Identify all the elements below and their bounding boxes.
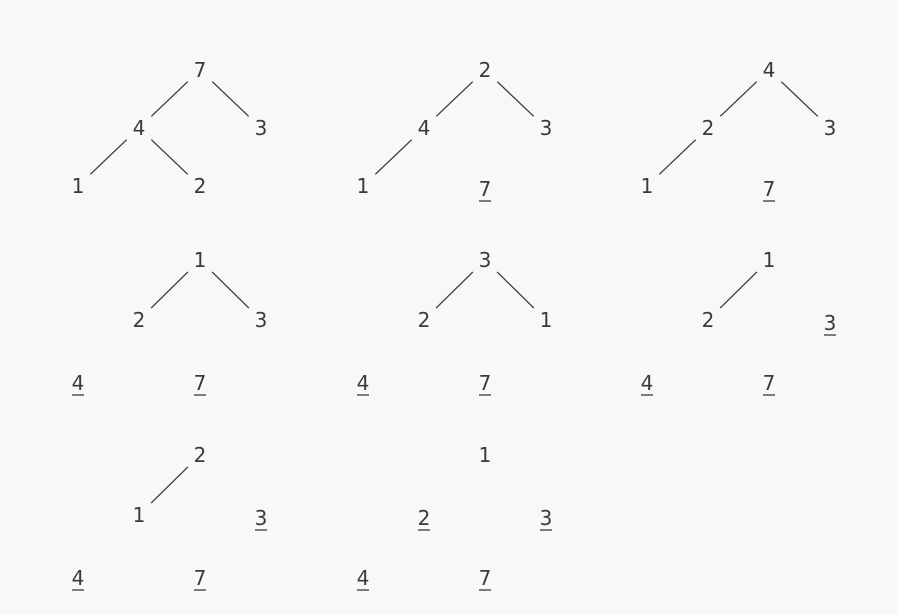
tree-edge [435,271,474,309]
sorted-node-label: 7 [763,371,776,395]
tree-edge [150,271,189,309]
heap-node-label: 3 [255,308,268,332]
sorted-node-label: 3 [255,506,268,530]
sorted-node-label: 4 [72,371,85,395]
tree-edge [719,81,758,117]
sorted-node-label: 7 [194,566,207,590]
sorted-node-label: 7 [763,177,776,201]
tree-edge [658,139,697,175]
heap-node-label: 1 [72,174,85,198]
heap-node-label: 2 [133,308,146,332]
heap-step-5: 3 2 1 4 7 [357,248,553,396]
heap-node-label: 4 [763,58,776,82]
heap-node-label: 3 [824,116,837,140]
heap-node-label: 2 [194,174,207,198]
heap-node-label: 4 [133,116,146,140]
tree-edge [374,139,413,175]
heap-node-label: 3 [479,248,492,272]
sorted-node-label: 4 [357,371,370,395]
heap-node-label: 1 [540,308,553,332]
tree-edge [496,81,535,117]
heap-step-3: 4 2 3 1 7 [641,58,837,202]
heap-node-label: 1 [763,248,776,272]
tree-edge [435,81,474,117]
heap-step-6: 1 2 3 4 7 [641,248,837,396]
sorted-node-label: 7 [479,566,492,590]
heap-step-7: 2 1 3 4 7 [72,443,268,591]
tree-edge [780,81,819,117]
heap-step-8: 1 2 3 4 7 [357,443,553,591]
tree-edge [719,271,758,309]
heap-node-label: 3 [540,116,553,140]
sorted-node-label: 4 [357,566,370,590]
heap-node-label: 4 [418,116,431,140]
tree-edge [150,466,189,504]
heap-node-label: 1 [641,174,654,198]
heap-step-2: 2 4 3 1 7 [357,58,553,202]
sorted-node-label: 3 [540,506,553,530]
heap-node-label: 2 [702,116,715,140]
heap-node-label: 1 [479,443,492,467]
heap-node-label: 1 [133,503,146,527]
tree-edge [211,81,250,117]
heap-node-label: 1 [194,248,207,272]
heap-node-label: 2 [479,58,492,82]
tree-edge [150,81,189,117]
heap-node-label: 1 [357,174,370,198]
heap-node-label: 3 [255,116,268,140]
heap-node-label: 2 [702,308,715,332]
heap-node-label: 2 [418,308,431,332]
sorted-node-label: 7 [479,177,492,201]
heap-step-1: 7 4 3 1 2 [72,58,268,198]
sorted-node-label: 4 [72,566,85,590]
sorted-node-label: 3 [824,311,837,335]
sorted-node-label: 4 [641,371,654,395]
sorted-node-label: 2 [418,506,431,530]
sorted-node-label: 7 [479,371,492,395]
tree-edge [496,271,535,309]
tree-edge [150,139,189,175]
heap-node-label: 7 [194,58,207,82]
tree-edge [211,271,250,309]
heap-step-4: 1 2 3 4 7 [72,248,268,396]
sorted-node-label: 7 [194,371,207,395]
tree-edge [89,139,128,175]
heap-node-label: 2 [194,443,207,467]
